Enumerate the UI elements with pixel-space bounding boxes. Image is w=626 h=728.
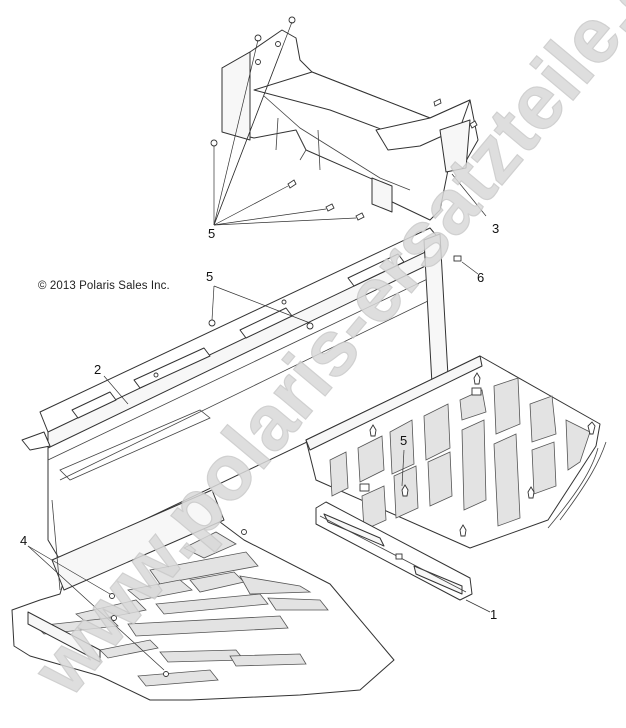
leader-2 bbox=[103, 375, 129, 405]
callout-3: 3 bbox=[492, 221, 500, 236]
copyright-notice: © 2013 Polaris Sales Inc. bbox=[38, 280, 170, 292]
leader-6 bbox=[461, 261, 479, 275]
leader-3 bbox=[451, 173, 487, 217]
callout-5-right: 5 bbox=[400, 433, 408, 448]
callout-4: 4 bbox=[20, 533, 28, 548]
leader-1 bbox=[465, 599, 491, 613]
callout-2: 2 bbox=[94, 362, 102, 377]
part-right-floor bbox=[305, 355, 607, 549]
part-4-left-floor bbox=[11, 489, 395, 701]
leader-5-right bbox=[401, 449, 405, 487]
callout-1: 1 bbox=[490, 607, 498, 622]
callout-5-upper: 5 bbox=[208, 226, 216, 241]
callout-6: 6 bbox=[477, 270, 485, 285]
leader-lines-5-upper bbox=[213, 21, 357, 226]
leader-4a bbox=[27, 545, 111, 595]
clip-6 bbox=[453, 255, 462, 262]
leader-4b bbox=[27, 545, 165, 671]
leader-5-bulkhead-b bbox=[213, 285, 311, 324]
leader-5-bulkhead-a bbox=[211, 285, 215, 321]
part-3-upper-bracket bbox=[221, 29, 479, 221]
part-1-side-rail bbox=[315, 501, 473, 601]
callout-5-bulkhead: 5 bbox=[206, 269, 214, 284]
upper-fasteners bbox=[210, 16, 478, 221]
part-2-bulkhead bbox=[21, 227, 449, 561]
